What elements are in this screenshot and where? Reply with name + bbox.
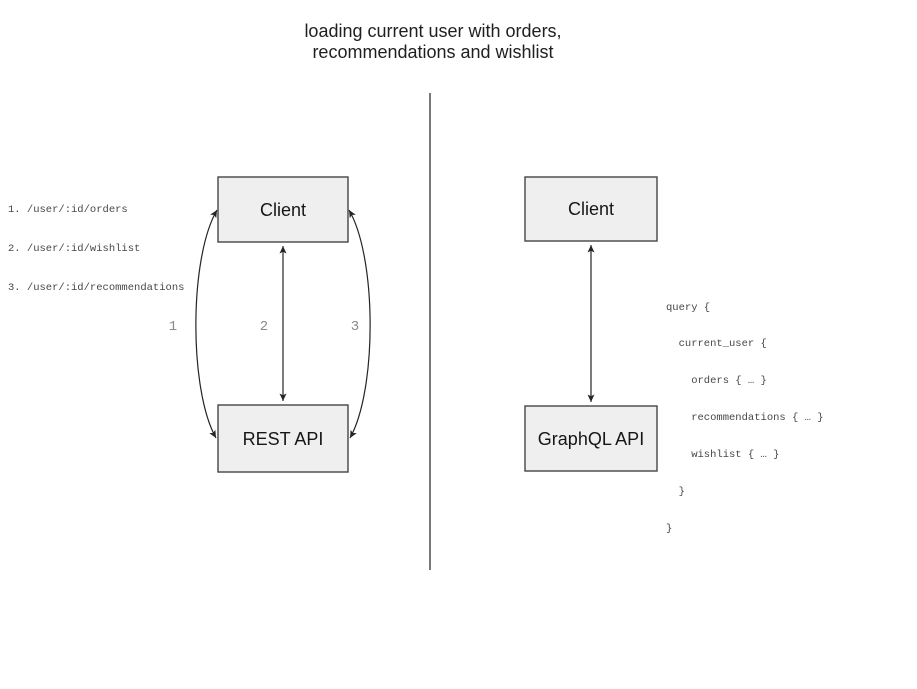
diagram-title: loading current user with orders, recomm… — [83, 21, 783, 63]
rest-endpoint-recommendations: 3. /user/:id/recommendations — [8, 282, 185, 294]
graphql-query-line: current_user { — [666, 338, 767, 351]
rest-endpoint-list: 1. /user/:id/orders 2. /user/:id/wishlis… — [8, 178, 184, 321]
graphql-query-snippet: query { current_user { orders { … } reco… — [666, 277, 824, 560]
graphql-client-node — [524, 176, 658, 242]
rest-client-node-label: Client — [260, 200, 306, 220]
graphql-query-line: } — [666, 486, 685, 499]
graphql-query-line: } — [666, 522, 673, 535]
graphql-api-node — [524, 405, 658, 472]
rest-api-node-label: REST API — [243, 429, 324, 449]
rest-edge-3-number: 3 — [351, 319, 359, 335]
rest-client-node — [217, 176, 349, 243]
rest-edge-1-arrow — [195, 209, 218, 439]
diagram-title-line1: loading current user with orders, — [304, 21, 562, 41]
rest-edge-2-number: 2 — [260, 319, 268, 335]
rest-endpoint-orders: 1. /user/:id/orders — [8, 204, 128, 216]
rest-endpoint-wishlist: 2. /user/:id/wishlist — [8, 243, 141, 255]
graphql-query-line: wishlist { … } — [666, 449, 780, 462]
graphql-api-node-label: GraphQL API — [538, 429, 644, 449]
rest-edge-3-arrow — [348, 209, 371, 439]
graphql-query-line: recommendations { … } — [666, 412, 824, 425]
rest-api-node — [217, 404, 349, 473]
rest-edge-1-number: 1 — [169, 319, 177, 335]
graphql-client-node-label: Client — [568, 199, 614, 219]
graphql-query-line: orders { … } — [666, 375, 767, 388]
graphql-query-line: query { — [666, 301, 711, 314]
diagram-title-line2: recommendations and wishlist — [312, 42, 554, 62]
